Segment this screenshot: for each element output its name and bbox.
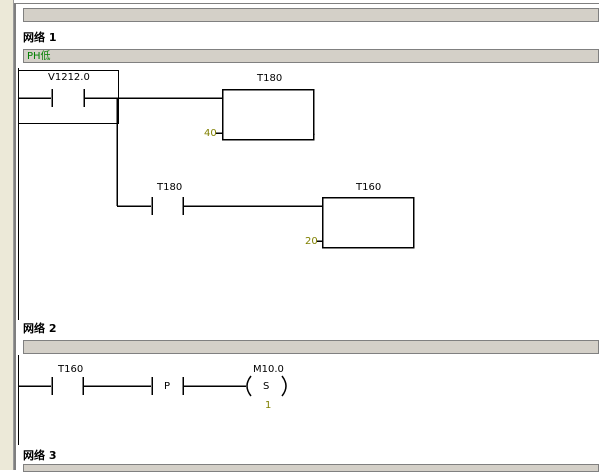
coil-m10-count[interactable]: 1	[265, 400, 272, 411]
network-2-title[interactable]: 网络 2	[23, 322, 57, 335]
timer-t160-type: TON	[389, 200, 411, 211]
network-0-trailing-bar[interactable]	[23, 8, 599, 22]
coil-right-paren	[281, 375, 287, 397]
timer-t180-in-label: IN	[226, 93, 237, 104]
network-1-comment-bar[interactable]: PH低	[23, 49, 599, 63]
timer-t180-pt-label: PT	[226, 128, 239, 139]
timer-t160-pt-label: PT	[326, 236, 339, 247]
network-1-title[interactable]: 网络 1	[23, 31, 57, 44]
contact-t160-label: T160	[58, 364, 84, 375]
timer-t160-in-label: IN	[326, 200, 337, 211]
timer-t160-preset[interactable]: 20	[305, 236, 318, 247]
coil-m10-name: M10.0	[253, 364, 284, 375]
timer-t160-name: T160	[356, 182, 382, 193]
timer-t180-resolution: 100 ms	[278, 128, 316, 139]
network-2-comment-bar[interactable]	[23, 340, 599, 354]
coil-m10-type: S	[263, 381, 270, 392]
timer-t180-name: T180	[257, 73, 283, 84]
network-3-comment-bar[interactable]	[23, 464, 599, 472]
top-divider	[14, 0, 599, 4]
contact-v1212-label: V1212.0	[48, 72, 90, 83]
coil-left-paren	[246, 375, 252, 397]
network-1-comment: PH低	[27, 51, 51, 62]
contact-t180-label: T180	[157, 182, 183, 193]
timer-t160-resolution: 100 ms	[377, 236, 415, 247]
network-3-title[interactable]: 网络 3	[23, 449, 57, 462]
timer-t180-preset[interactable]: 40	[204, 128, 217, 139]
positive-edge-label: P	[164, 381, 171, 392]
timer-t180-type: TON	[289, 93, 311, 104]
left-power-rail-panel	[0, 0, 16, 470]
